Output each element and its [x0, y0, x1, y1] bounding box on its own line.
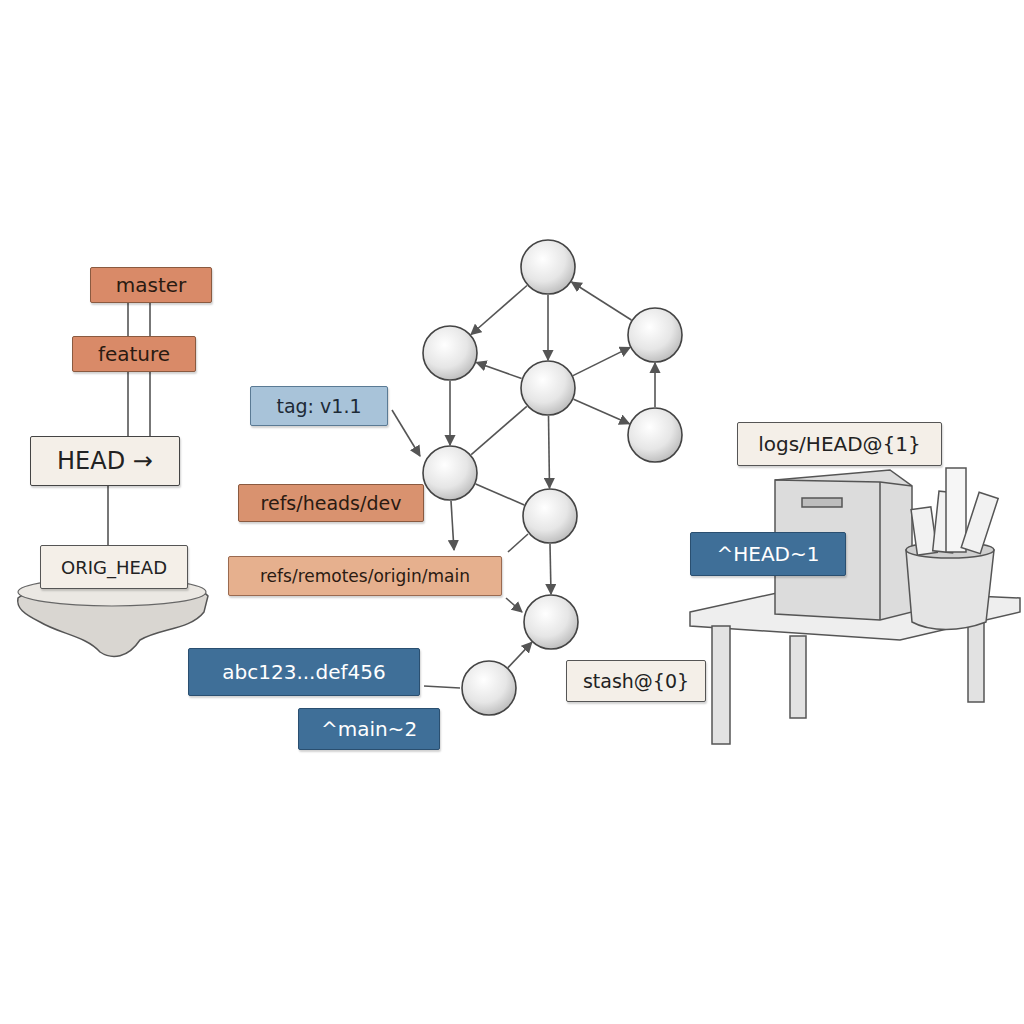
stash-label: stash@{0}	[566, 660, 706, 702]
label-text: refs/heads/dev	[261, 492, 402, 514]
hash-label: abc123...def456	[188, 648, 420, 696]
ref-label: refs/remotes/origin/main	[228, 556, 502, 596]
label-text: master	[116, 273, 187, 297]
connector-line	[128, 303, 150, 336]
label-text: tag: v1.1	[276, 395, 361, 417]
connector-stroke	[149, 372, 151, 436]
connector-stroke	[127, 372, 129, 436]
branch-label: master	[90, 267, 212, 303]
label-text: refs/remotes/origin/main	[260, 566, 470, 586]
scroll-cup	[906, 550, 994, 630]
ref-label: refs/heads/dev	[238, 484, 424, 522]
branch-label: feature	[72, 336, 196, 372]
label-text: HEAD →	[57, 447, 153, 475]
connector-line	[108, 486, 109, 545]
label-text: feature	[98, 342, 170, 366]
commit-circles	[423, 240, 682, 715]
label-text: logs/HEAD@{1}	[758, 432, 921, 456]
scroll	[961, 492, 998, 553]
connector-stroke	[107, 486, 109, 545]
connector-line	[128, 372, 150, 436]
label-text: ^main~2	[321, 717, 417, 741]
connector-stroke	[127, 303, 129, 336]
label-text: ^HEAD~1	[717, 542, 820, 566]
reflog-label: logs/HEAD@{1}	[737, 422, 942, 466]
revision-label: ^main~2	[298, 708, 440, 750]
head-sign: HEAD →	[30, 436, 180, 486]
desk-leg	[790, 636, 806, 718]
desk-leg	[712, 626, 730, 744]
label-text: abc123...def456	[222, 660, 385, 684]
scroll	[946, 468, 966, 552]
connector-stroke	[149, 303, 151, 336]
cabinet-handle	[802, 498, 842, 507]
orig-head-sign: ORIG_HEAD	[40, 545, 188, 589]
desk-illustration	[690, 468, 1020, 744]
revision-label: ^HEAD~1	[690, 532, 846, 576]
commit-arrows	[392, 282, 655, 688]
tag-label: tag: v1.1	[250, 386, 388, 426]
label-text: ORIG_HEAD	[61, 557, 167, 578]
label-text: stash@{0}	[583, 670, 689, 692]
